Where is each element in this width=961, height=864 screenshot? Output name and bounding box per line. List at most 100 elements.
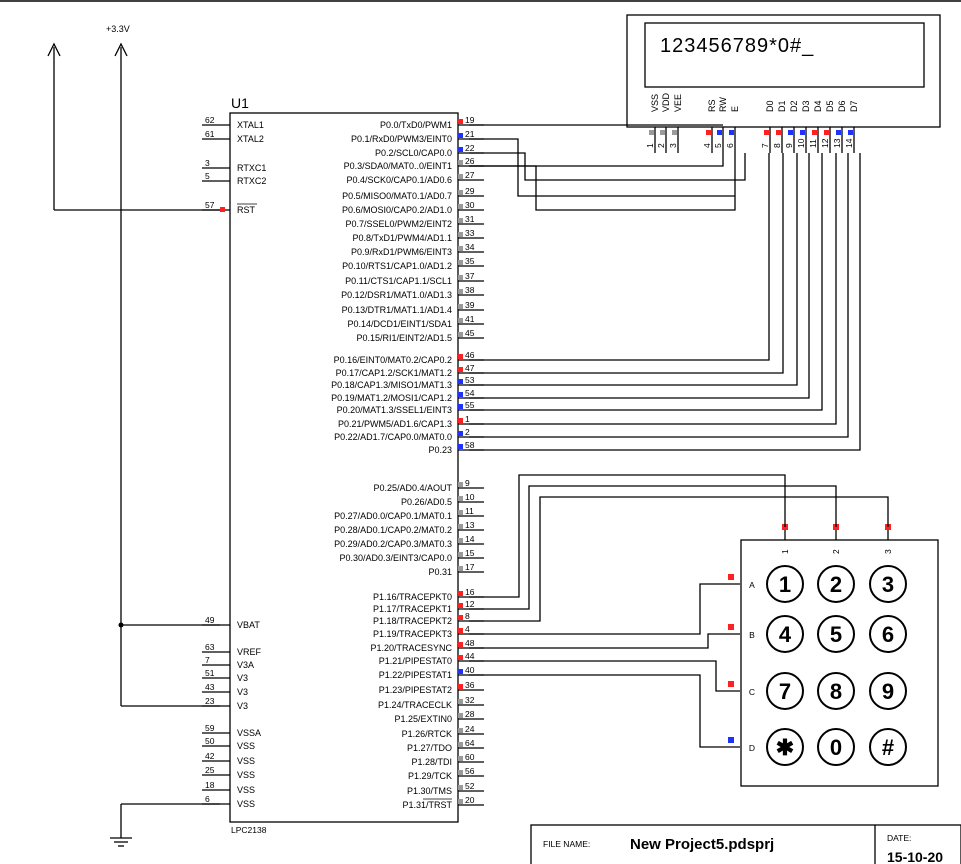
pin-name: P1.19/TRACEPKT3: [373, 629, 452, 639]
pin-name: P0.27/AD0.0/CAP0.1/MAT0.1: [334, 511, 452, 521]
pin-number: 57: [205, 200, 215, 210]
pin-name: P1.18/TRACEPKT2: [373, 616, 452, 626]
pin-name: P0.14/DCD1/EINT1/SDA1: [347, 319, 452, 329]
key-8[interactable]: 8: [817, 672, 855, 710]
pin-number: 38: [465, 285, 475, 295]
pin-number: 36: [465, 680, 475, 690]
pin-number: 3: [205, 158, 210, 168]
pin-name: P1.26/RTCK: [402, 729, 452, 739]
row-label: A: [749, 580, 755, 590]
pin-number: 4: [702, 143, 712, 148]
pin-state-marker: [458, 218, 463, 223]
pin-number: 42: [205, 751, 215, 761]
pin-name: P0.31: [428, 567, 452, 577]
title-block-frame: [530, 824, 961, 864]
pin-name: P0.3/SDA0/MAT0..0/EINT1: [344, 161, 452, 171]
pin-number: 62: [205, 115, 215, 125]
pin-state-marker: [458, 482, 463, 487]
pin-name: P1.30/TMS: [407, 786, 452, 796]
key-hash[interactable]: #: [869, 728, 907, 766]
keypad-column-3: 3: [883, 524, 893, 554]
pin-number: 1: [465, 414, 470, 424]
row-label: D: [749, 743, 755, 753]
key-3[interactable]: 3: [869, 565, 907, 603]
key-label: 0: [830, 735, 842, 760]
pin-state-marker: [458, 204, 463, 209]
date-value: 15-10-20: [887, 849, 943, 864]
pin-number: 2: [656, 143, 666, 148]
pin-state-marker: [848, 130, 853, 135]
key-6[interactable]: 6: [869, 615, 907, 653]
keypad-column-1: 1: [780, 524, 790, 554]
pin-name: P0.18/CAP1.3/MISO1/MAT1.3: [331, 380, 452, 390]
key-label: 2: [830, 572, 842, 597]
pin-state-marker: [458, 496, 463, 501]
pin-state-marker: [458, 260, 463, 265]
pin-name: RTXC2: [237, 176, 266, 186]
pin-state-marker: [458, 418, 463, 423]
key-9[interactable]: 9: [869, 672, 907, 710]
pin-name: P0.19/MAT1.2/MOSI1/CAP1.2: [331, 393, 452, 403]
key-7[interactable]: 7: [766, 672, 804, 710]
key-5[interactable]: 5: [817, 615, 855, 653]
lcd-display[interactable]: 123456789*0#_ VSS1VDD2VEE3RS4RW5E6D07D18…: [626, 14, 941, 153]
column-label: 3: [883, 549, 893, 554]
pin-name: P0.15/RI1/EINT2/AD1.5: [356, 333, 452, 343]
pin-name: RTXC1: [237, 163, 266, 173]
pin-number: 33: [465, 228, 475, 238]
pin-name: P0.23: [428, 445, 452, 455]
pin-state-marker: [458, 275, 463, 280]
pin-state-marker: [672, 130, 677, 135]
lcd-pin-label: D1: [777, 100, 787, 112]
pin-name: P0.1/RxD0/PWM3/EINT0: [351, 134, 452, 144]
pin-name: V3A: [237, 660, 254, 670]
lcd-pin-e: E6: [725, 106, 740, 153]
pin-state-marker: [764, 130, 769, 135]
pin-name: P1.23/PIPESTAT2: [379, 685, 452, 695]
pin-state-marker: [458, 174, 463, 179]
pin-number: 14: [844, 138, 854, 148]
pin-state-marker: [649, 130, 654, 135]
key-0[interactable]: 0: [817, 728, 855, 766]
pin-number: 22: [465, 143, 475, 153]
key-1[interactable]: 1: [766, 565, 804, 603]
pin-number: 21: [465, 129, 475, 139]
pin-state-marker: [824, 130, 829, 135]
key-label: 9: [882, 679, 894, 704]
key-label: 5: [830, 622, 842, 647]
pin-number: 12: [820, 138, 830, 148]
pin-state-marker: [728, 574, 734, 580]
pin-number: 13: [465, 520, 475, 530]
date-label: DATE:: [887, 833, 911, 843]
key-4[interactable]: 4: [766, 615, 804, 653]
pin-state-marker: [812, 130, 817, 135]
pin-state-marker: [458, 246, 463, 251]
vcc-label: +3.3V: [106, 24, 130, 34]
keypad-column-2: 2: [831, 524, 841, 554]
pin-name: P1.16/TRACEPKT0: [373, 592, 452, 602]
pin-number: 53: [465, 375, 475, 385]
pin-number: 31: [465, 214, 475, 224]
pin-state-marker: [458, 147, 463, 152]
pin-state-marker: [458, 367, 463, 372]
pin-number: 7: [205, 655, 210, 665]
pin-name: P0.28/AD0.1/CAP0.2/MAT0.2: [334, 525, 452, 535]
key-2[interactable]: 2: [817, 565, 855, 603]
pin-number: 27: [465, 170, 475, 180]
key-label: 4: [779, 622, 792, 647]
pin-number: 35: [465, 256, 475, 266]
lcd-pin-rw: RW5: [713, 97, 728, 153]
lcd-pin-label: RS: [707, 99, 717, 112]
key-star[interactable]: ✱: [766, 728, 804, 766]
